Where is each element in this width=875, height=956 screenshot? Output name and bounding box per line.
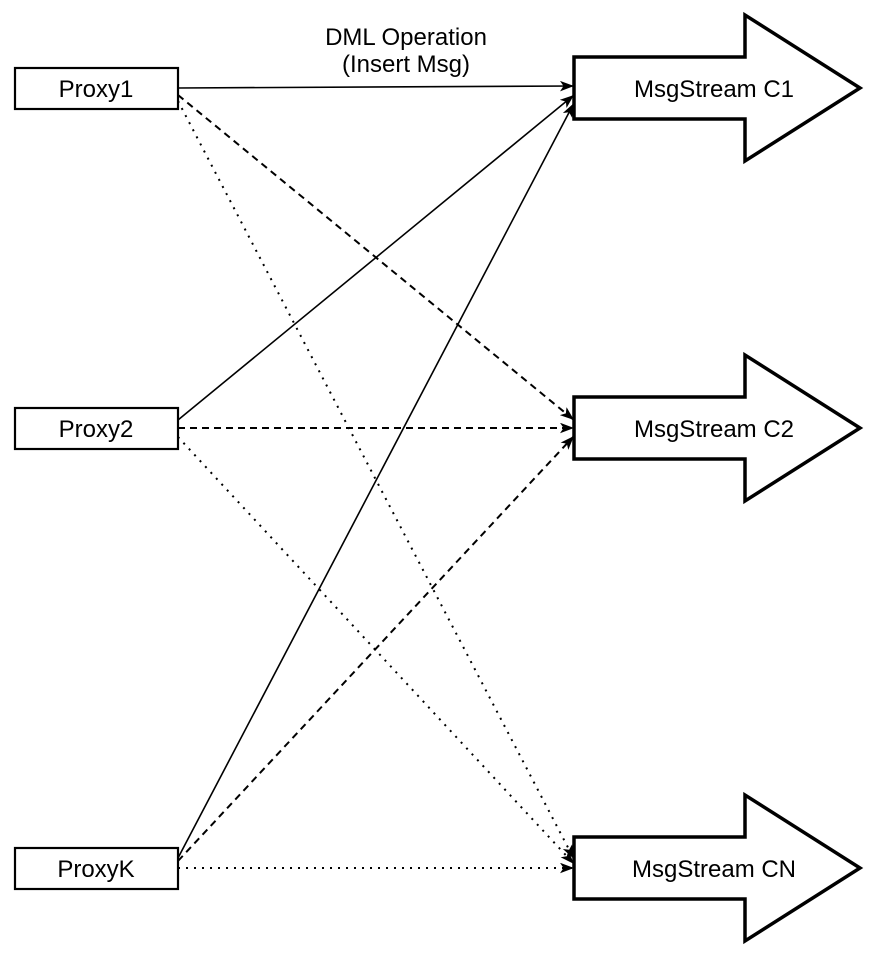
proxy1-label: Proxy1 (59, 76, 134, 103)
diagram-title: DML Operation (Insert Msg) (325, 24, 487, 78)
node-proxy2: Proxy2 (13, 406, 180, 451)
proxyk-box (13, 846, 180, 891)
proxy2-box (13, 406, 180, 451)
msgstream-cn-label: MsgStream CN (632, 856, 796, 883)
block-arrow-c2-shape (572, 351, 864, 505)
edge-proxy1-msgstream-cn (177, 100, 575, 860)
msgstream-c2-label: MsgStream C2 (634, 416, 794, 443)
diagram-title-line2: (Insert Msg) (342, 51, 470, 78)
block-arrow-cn-shape (572, 791, 864, 945)
edge-proxyk-msgstream-c1 (177, 102, 575, 859)
proxyk-label: ProxyK (57, 856, 134, 883)
edge-proxy1-msgstream-c2 (177, 94, 575, 421)
edge-proxy1-msgstream-c1 (177, 80, 575, 92)
node-msgstream-c2 (572, 351, 864, 505)
msgstream-c1-label: MsgStream C1 (634, 76, 794, 103)
proxy1-box (13, 66, 180, 111)
node-msgstream-c1 (572, 11, 864, 165)
edge-proxyk-msgstream-c2 (177, 435, 575, 862)
node-proxyk: ProxyK (13, 846, 180, 891)
node-proxy1: Proxy1 (13, 66, 180, 111)
edge-proxy2-msgstream-cn (177, 436, 575, 865)
edges (177, 80, 575, 874)
diagram-title-line1: DML Operation (325, 24, 487, 51)
proxy2-label: Proxy2 (59, 416, 134, 443)
node-msgstream-cn (572, 791, 864, 945)
block-arrow-c1-shape (572, 11, 864, 165)
